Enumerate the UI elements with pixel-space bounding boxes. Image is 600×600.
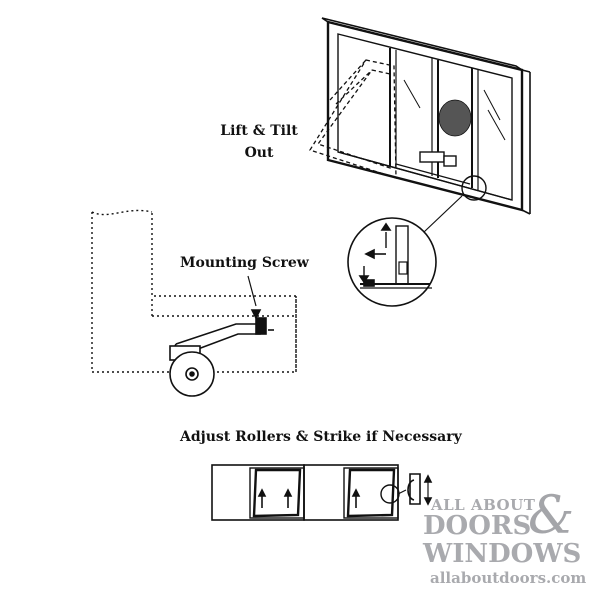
strike-detail (407, 473, 433, 506)
watermark-line2: DOORS (423, 511, 532, 541)
roller-frame-outline (91, 209, 297, 373)
roller-assembly (169, 275, 274, 397)
tilted-sash-outline (309, 59, 397, 179)
lift-tilt-line: Lift & Tilt Out (220, 123, 298, 161)
lift-tilt-label: Lift & Tilt Out (214, 120, 304, 164)
mounting-screw-label: Mounting Screw (180, 255, 309, 271)
adjust-panel-right (303, 464, 407, 521)
screen-mesh (438, 99, 472, 137)
adjust-panel-left (211, 464, 305, 521)
watermark-line1: ALL ABOUT (431, 496, 536, 514)
adjust-rollers-label: Adjust Rollers & Strike if Necessary (180, 429, 462, 445)
callout-circle-small (461, 175, 487, 201)
sash-lock (419, 151, 457, 167)
watermark-line3: WINDOWS (423, 539, 582, 569)
watermark-ampersand: & (528, 486, 575, 546)
detail-magnifier (347, 217, 437, 307)
window-frame (321, 17, 531, 215)
watermark-url: allaboutdoors.com (430, 569, 587, 587)
